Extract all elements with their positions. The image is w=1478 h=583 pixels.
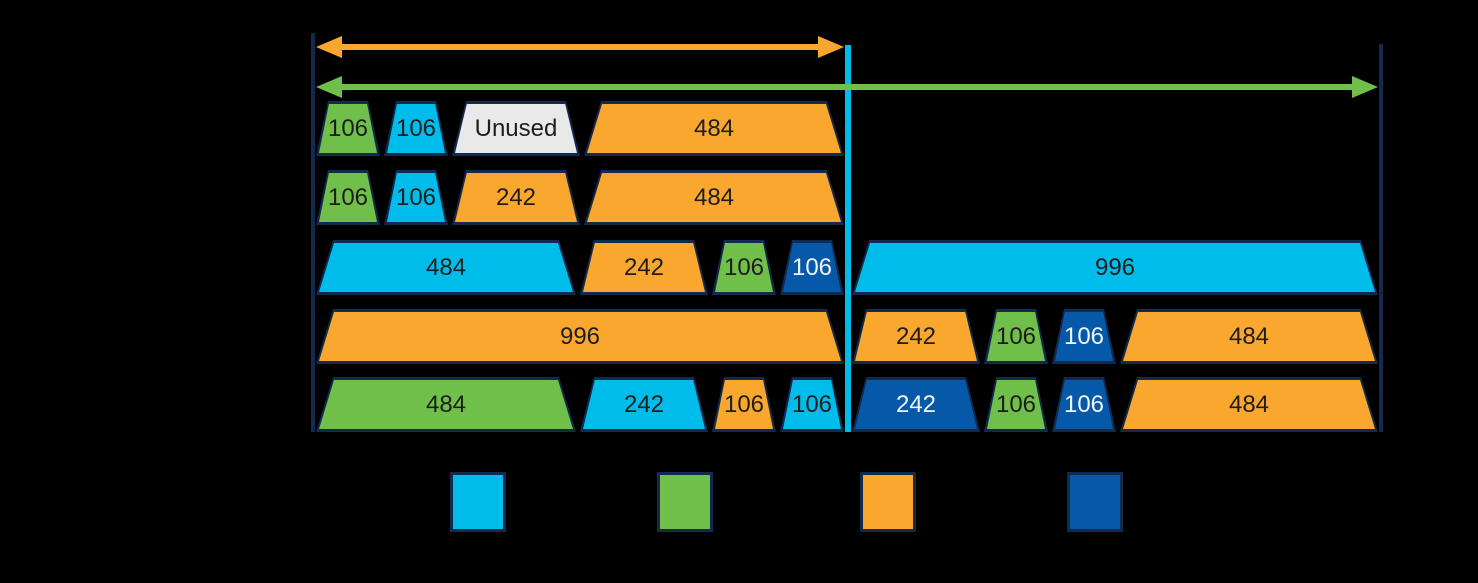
green-range-arrow [316,76,1378,98]
ru-trapezoid-484: 484 [316,377,576,432]
ru-label: 484 [1228,390,1270,418]
ru-trapezoid-484: 484 [584,101,844,156]
ru-trapezoid-unused: Unused [452,101,580,156]
ru-trapezoid-484: 484 [316,240,576,295]
ru-label: 106 [791,253,833,281]
ru-trapezoid-fill: 484 [587,104,841,153]
arrow-head-left-icon [316,36,342,58]
ru-label: 106 [395,114,437,142]
ru-trapezoid-242: 242 [852,309,980,364]
ru-trapezoid-fill: 484 [319,380,573,429]
ru-trapezoid-106: 106 [712,377,776,432]
ru-trapezoid-484: 484 [1120,377,1378,432]
ru-label: Unused [474,114,558,142]
ru-trapezoid-fill: 106 [1055,380,1113,429]
ru-trapezoid-242: 242 [580,240,708,295]
ru-trapezoid-106: 106 [384,170,448,225]
ru-trapezoid-106: 106 [1052,309,1116,364]
ru-trapezoid-fill: Unused [455,104,577,153]
ru-trapezoid-996: 996 [852,240,1378,295]
ru-trapezoid-fill: 996 [319,312,841,361]
ru-label: 242 [623,390,665,418]
ru-trapezoid-fill: 106 [783,380,841,429]
ru-label: 106 [327,183,369,211]
ru-trapezoid-106: 106 [316,170,380,225]
ru-trapezoid-106: 106 [984,377,1048,432]
ru-label: 106 [395,183,437,211]
ru-trapezoid-fill: 106 [987,380,1045,429]
ru-trapezoid-106: 106 [712,240,776,295]
ru-label: 484 [1228,322,1270,350]
ru-trapezoid-fill: 106 [387,104,445,153]
ru-trapezoid-106: 106 [316,101,380,156]
ru-trapezoid-fill: 106 [387,173,445,222]
ru-label: 242 [895,322,937,350]
ru-trapezoid-fill: 242 [583,380,705,429]
ru-trapezoid-106: 106 [984,309,1048,364]
ru-trapezoid-106: 106 [780,240,844,295]
arrow-head-right-icon [818,36,844,58]
ru-label: 484 [693,183,735,211]
ru-label: 106 [791,390,833,418]
ru-trapezoid-242: 242 [852,377,980,432]
ru-trapezoid-fill: 242 [855,380,977,429]
ru-trapezoid-fill: 484 [319,243,573,292]
ru-trapezoid-fill: 484 [587,173,841,222]
ru-label: 484 [693,114,735,142]
ru-label: 106 [723,390,765,418]
ru-label: 106 [995,390,1037,418]
arrow-head-left-icon [316,76,342,98]
ru-label: 106 [723,253,765,281]
ru-trapezoid-fill: 106 [319,104,377,153]
ru-trapezoid-106: 106 [1052,377,1116,432]
ru-label: 484 [425,253,467,281]
legend-swatch-dark-blue [1067,472,1123,532]
ru-trapezoid-484: 484 [584,170,844,225]
ru-trapezoid-fill: 242 [855,312,977,361]
ru-label: 106 [327,114,369,142]
ru-label: 106 [1063,322,1105,350]
ru-trapezoid-fill: 484 [1123,312,1375,361]
ru-trapezoid-106: 106 [384,101,448,156]
ru-label: 106 [995,322,1037,350]
orange-range-arrow [316,36,844,58]
ru-trapezoid-fill: 106 [783,243,841,292]
ru-trapezoid-fill: 484 [1123,380,1375,429]
ru-trapezoid-242: 242 [580,377,708,432]
ru-trapezoid-fill: 242 [455,173,577,222]
ru-trapezoid-fill: 106 [715,380,773,429]
ru-trapezoid-fill: 106 [319,173,377,222]
ru-label: 996 [1094,253,1136,281]
arrow-head-right-icon [1352,76,1378,98]
left-boundary-line [311,33,315,432]
ru-trapezoid-fill: 106 [987,312,1045,361]
ru-label: 106 [1063,390,1105,418]
ru-label: 996 [559,322,601,350]
legend-swatch-cyan [450,472,506,532]
right-boundary-line [1379,44,1383,432]
ru-label: 242 [895,390,937,418]
ru-label: 242 [623,253,665,281]
ru-trapezoid-242: 242 [452,170,580,225]
ru-trapezoid-106: 106 [780,377,844,432]
legend-swatch-green [657,472,713,532]
ru-label: 484 [425,390,467,418]
ru-trapezoid-fill: 106 [1055,312,1113,361]
ru-trapezoid-fill: 242 [583,243,705,292]
ru-trapezoid-fill: 996 [855,243,1375,292]
center-divider-line [845,45,851,432]
ru-trapezoid-484: 484 [1120,309,1378,364]
ru-label: 242 [495,183,537,211]
ru-trapezoid-fill: 106 [715,243,773,292]
ru-trapezoid-996: 996 [316,309,844,364]
legend-swatch-orange [860,472,916,532]
